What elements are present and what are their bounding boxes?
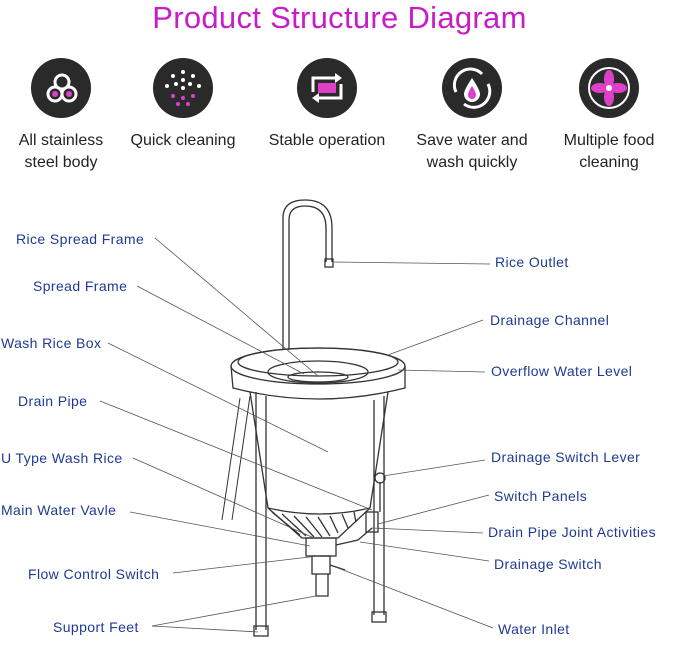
callout-main-water-valve: Main Water Vavle xyxy=(1,502,117,518)
callout-rice-outlet: Rice Outlet xyxy=(495,254,569,270)
callout-switch-panels: Switch Panels xyxy=(494,488,588,504)
water-drop-icon xyxy=(442,58,502,118)
callout-u-type-wash-rice: U Type Wash Rice xyxy=(1,450,123,466)
callout-flow-control-switch: Flow Control Switch xyxy=(28,566,160,582)
callout-overflow-water-level: Overflow Water Level xyxy=(491,363,633,379)
callout-drainage-switch-lever: Drainage Switch Lever xyxy=(491,449,641,465)
rice-outlet-spout xyxy=(282,199,333,350)
page-title: Product Structure Diagram xyxy=(152,0,527,35)
pipes-icon xyxy=(31,58,91,118)
cycle-arrows-icon xyxy=(297,58,357,118)
callout-rice-spread-frame: Rice Spread Frame xyxy=(16,231,145,247)
callout-wash-rice-box: Wash Rice Box xyxy=(1,335,102,351)
callout-drain-pipe-joint: Drain Pipe Joint Activities xyxy=(488,524,656,540)
wash-rice-box xyxy=(249,391,389,539)
callout-water-inlet: Water Inlet xyxy=(498,621,570,637)
support-leg-left xyxy=(255,392,267,630)
callout-drainage-channel: Drainage Channel xyxy=(490,312,610,328)
callout-drainage-switch: Drainage Switch xyxy=(494,556,602,572)
spray-icon xyxy=(153,58,213,118)
callout-drain-pipe: Drain Pipe xyxy=(18,393,88,409)
feature-stable-operation: Stable operation xyxy=(262,58,392,152)
feature-label: Stable operation xyxy=(268,132,386,149)
callout-spread-frame: Spread Frame xyxy=(33,278,128,294)
fan-icon xyxy=(579,58,639,118)
callout-support-feet: Support Feet xyxy=(53,619,139,635)
feature-label: Quick cleaning xyxy=(130,132,236,149)
feature-quick-cleaning: Quick cleaning xyxy=(118,58,248,152)
